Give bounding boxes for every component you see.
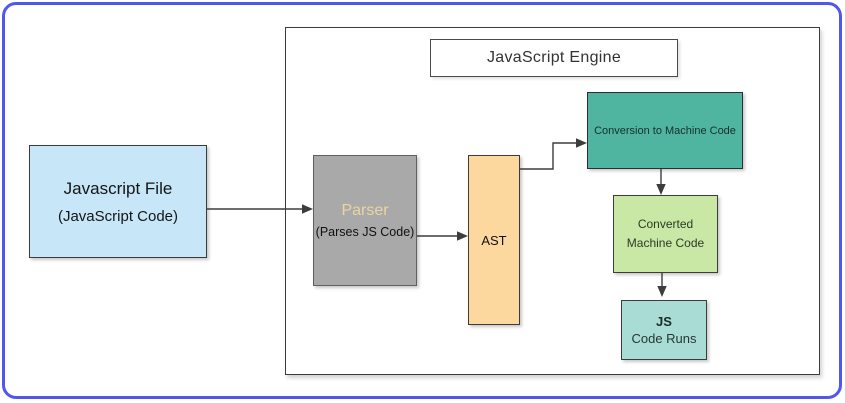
node-js-code-runs: JS Code Runs <box>621 300 707 360</box>
node-ast: AST <box>468 155 520 325</box>
javascript-file-title: Javascript File <box>63 178 173 198</box>
node-parser: Parser (Parses JS Code) <box>313 155 417 286</box>
node-conversion-to-machine-code: Conversion to Machine Code <box>587 92 743 169</box>
conversion-label: Conversion to Machine Code <box>594 124 736 137</box>
engine-title-box: JavaScript Engine <box>430 39 678 77</box>
engine-title-label: JavaScript Engine <box>486 49 622 66</box>
js-runs-title: JS <box>656 314 672 329</box>
parser-title: Parser <box>341 202 389 219</box>
js-runs-subtitle: Code Runs <box>631 331 697 346</box>
converted-label: Converted Machine Code <box>626 217 705 250</box>
node-javascript-file: Javascript File (JavaScript Code) <box>29 145 207 258</box>
parser-subtitle: (Parses JS Code) <box>315 225 415 239</box>
ast-label: AST <box>481 232 507 248</box>
node-converted-machine-code: Converted Machine Code <box>613 195 718 273</box>
javascript-file-subtitle: (JavaScript Code) <box>57 207 179 225</box>
